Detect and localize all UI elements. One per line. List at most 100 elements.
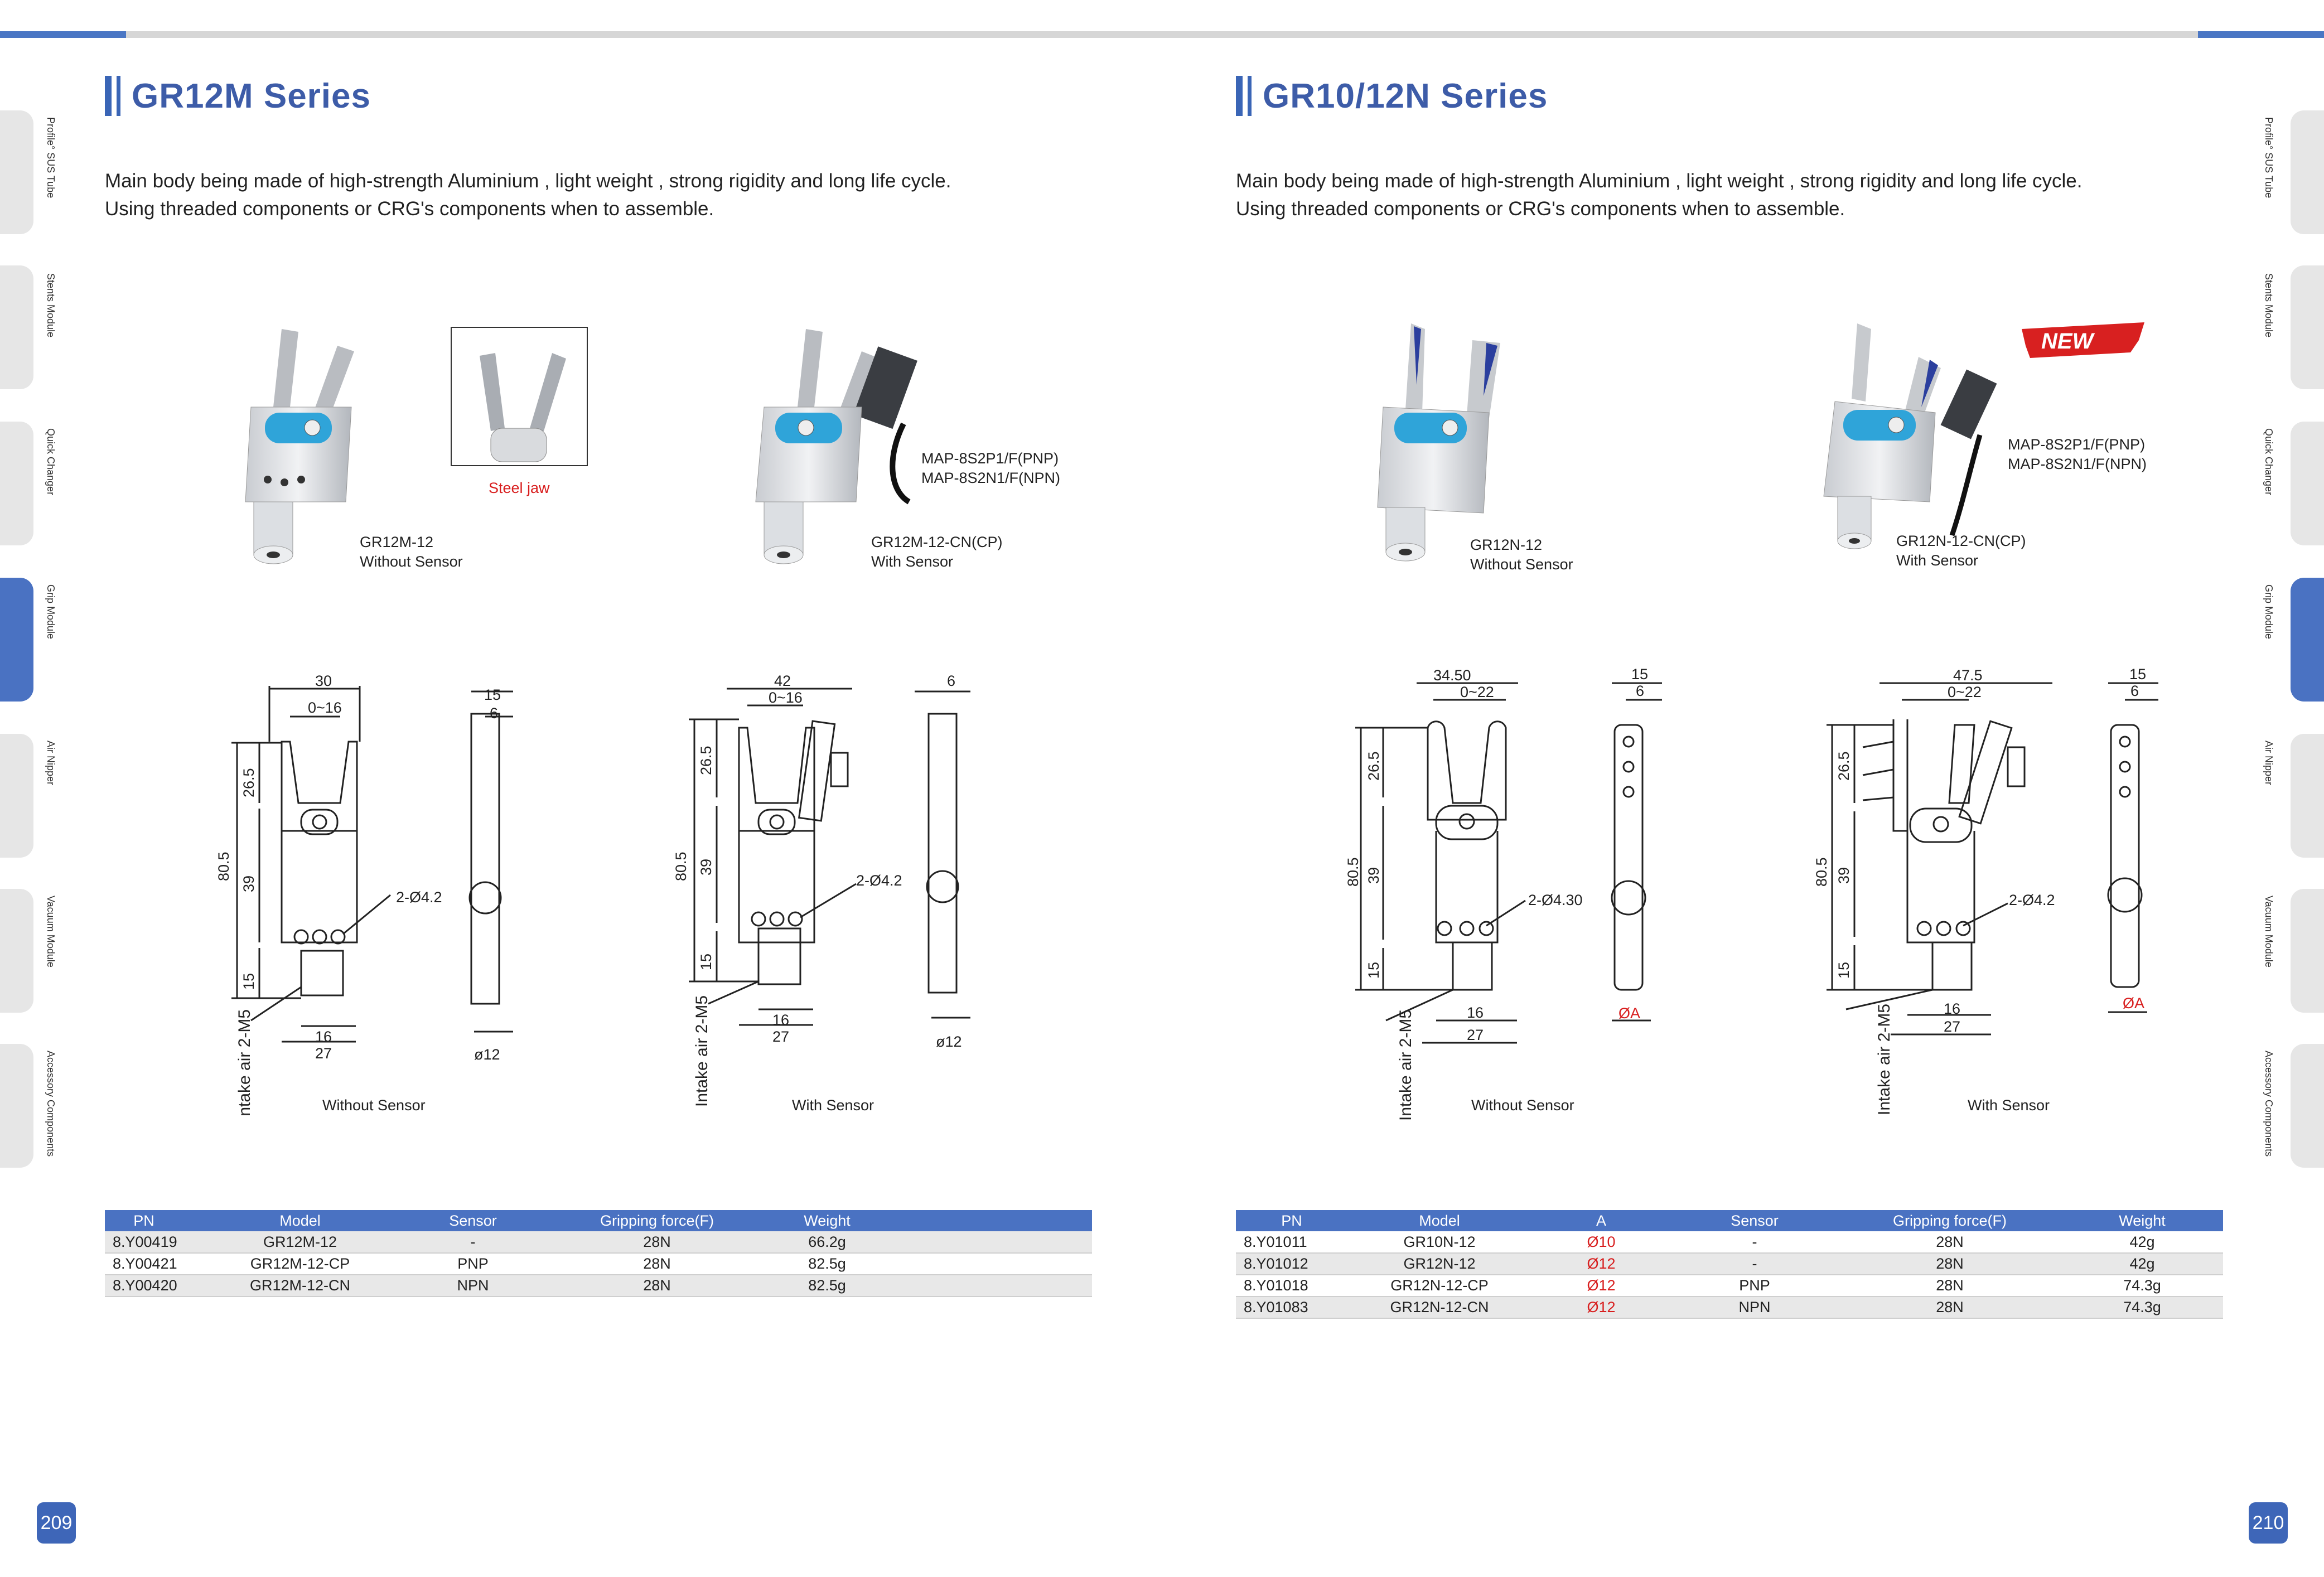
dim-height-total: 80.5 bbox=[1345, 857, 1361, 887]
table-header: Gripping force(F) bbox=[529, 1210, 785, 1231]
spec-table-right: PN Model A Sensor Gripping force(F) Weig… bbox=[1236, 1210, 2223, 1319]
dim-height-2: 39 bbox=[1365, 867, 1382, 884]
product-model-label: GR12M-12-CN(CP) bbox=[871, 534, 1003, 550]
table-cell: 82.5g bbox=[785, 1253, 869, 1275]
table-cell: - bbox=[417, 1231, 529, 1254]
side-tab-accessory[interactable] bbox=[0, 1044, 33, 1168]
table-header: PN bbox=[1236, 1210, 1347, 1231]
side-label: Quick Changer bbox=[45, 428, 56, 496]
steel-jaw-image bbox=[480, 353, 566, 462]
intake-air-label: Intake air 2-M5 bbox=[693, 995, 711, 1107]
side-tab-grip-module[interactable] bbox=[2291, 578, 2324, 702]
series-heading-left: GR12M Series bbox=[105, 74, 371, 118]
drawing-gr12n-without-sensor: 34.50 0~22 15 6 2-Ø4.30 16 27 ØA 80.5 26… bbox=[1345, 666, 1662, 1121]
side-label: Grip Module bbox=[2263, 584, 2274, 640]
dim-base2: 27 bbox=[1944, 1018, 1960, 1035]
side-label: Quick Changer bbox=[2263, 428, 2274, 496]
side-tab-air-nipper[interactable] bbox=[2291, 734, 2324, 858]
dim-width: 42 bbox=[774, 673, 791, 689]
drawing-gr12n-with-sensor: 47.5 0~22 15 6 2-Ø4.2 16 27 ØA 80.5 26.5… bbox=[1813, 666, 2158, 1115]
side-tab-air-nipper[interactable] bbox=[0, 734, 33, 858]
dim-diameter: ØA bbox=[1618, 1005, 1640, 1022]
dim-height-total: 80.5 bbox=[673, 852, 689, 881]
dim-base2: 27 bbox=[315, 1045, 332, 1062]
side-label: Accessory Components bbox=[2263, 1051, 2274, 1157]
table-cell: 28N bbox=[529, 1275, 785, 1297]
table-header: Sensor bbox=[417, 1210, 529, 1231]
table-cell: 66.2g bbox=[785, 1231, 869, 1254]
intake-air-label: Intake air 2-M5 bbox=[1397, 1009, 1415, 1121]
side-tab-profile[interactable] bbox=[2291, 110, 2324, 234]
table-header: Weight bbox=[785, 1210, 869, 1231]
table-cell: 8.Y00419 bbox=[105, 1231, 183, 1254]
side-tab-grip-module[interactable] bbox=[0, 578, 33, 702]
table-cell: PNP bbox=[1671, 1275, 1838, 1297]
product-model-label: GR12N-12-CN(CP) bbox=[1896, 533, 2026, 549]
dim-depth2: 6 bbox=[947, 673, 955, 689]
dim-height-2: 39 bbox=[240, 875, 257, 892]
table-cell: GR12N-12-CN bbox=[1347, 1297, 1531, 1319]
steel-jaw-inset bbox=[451, 327, 588, 466]
table-cell: 28N bbox=[529, 1231, 785, 1254]
table-cell: 28N bbox=[1838, 1275, 2061, 1297]
gr12n-12-product-image bbox=[1377, 323, 1500, 562]
table-cell: 8.Y01018 bbox=[1236, 1275, 1347, 1297]
gr12m-12-product-image bbox=[245, 329, 354, 564]
spec-table-left: PN Model Sensor Gripping force(F) Weight… bbox=[105, 1210, 1092, 1297]
page-title: GR10/12N Series bbox=[1263, 76, 1548, 115]
side-tab-stents[interactable] bbox=[2291, 265, 2324, 389]
dim-width: 47.5 bbox=[1953, 667, 1983, 684]
dim-depth: 15 bbox=[2129, 666, 2146, 683]
table-header: PN bbox=[105, 1210, 183, 1231]
dim-hole: 2-Ø4.30 bbox=[1528, 892, 1583, 908]
table-header: A bbox=[1531, 1210, 1671, 1231]
dim-depth2: 6 bbox=[1636, 683, 1644, 699]
side-label: Vacuum Module bbox=[2263, 896, 2274, 968]
top-rule bbox=[0, 31, 2324, 38]
top-rule-accent-right bbox=[2198, 31, 2324, 38]
dim-diameter: ø12 bbox=[474, 1046, 500, 1063]
table-header: Model bbox=[1347, 1210, 1531, 1231]
table-cell: GR12M-12 bbox=[183, 1231, 417, 1254]
table-header bbox=[869, 1210, 1092, 1231]
drawing-caption: Without Sensor bbox=[1471, 1097, 1574, 1114]
table-header: Weight bbox=[2061, 1210, 2223, 1231]
dim-height-3: 15 bbox=[240, 973, 257, 990]
side-tab-profile[interactable] bbox=[0, 110, 33, 234]
table-cell: NPN bbox=[1671, 1297, 1838, 1319]
side-tab-stents[interactable] bbox=[0, 265, 33, 389]
side-label: Accessory Components bbox=[45, 1051, 56, 1157]
dim-width: 30 bbox=[315, 673, 332, 689]
side-tab-accessory[interactable] bbox=[2291, 1044, 2324, 1168]
side-tab-quick-changer[interactable] bbox=[0, 422, 33, 545]
dim-height-2: 39 bbox=[698, 859, 714, 875]
dim-height-1: 26.5 bbox=[1835, 751, 1852, 781]
dim-stroke: 0~22 bbox=[1460, 684, 1494, 700]
dim-base2: 27 bbox=[1467, 1027, 1484, 1043]
table-header: Sensor bbox=[1671, 1210, 1838, 1231]
product-desc-label: Without Sensor bbox=[360, 553, 463, 570]
dim-base1: 16 bbox=[1944, 1000, 1960, 1017]
title-bars-icon bbox=[105, 76, 120, 116]
intro-line: Main body being made of high-strength Al… bbox=[1236, 170, 2083, 192]
table-cell bbox=[869, 1253, 1092, 1275]
intake-air-label: Intake air 2-M5 bbox=[1875, 1004, 1893, 1115]
intro-text-right: Main body being made of high-strength Al… bbox=[1236, 167, 2240, 223]
table-cell bbox=[869, 1275, 1092, 1297]
intake-air-label: Intake air 2-M5 bbox=[235, 1009, 254, 1115]
drawing-caption: Without Sensor bbox=[322, 1097, 426, 1114]
dim-height-1: 26.5 bbox=[240, 768, 257, 797]
table-cell: 28N bbox=[1838, 1297, 2061, 1319]
table-cell: 8.Y01011 bbox=[1236, 1231, 1347, 1254]
dim-depth2: 6 bbox=[490, 705, 498, 722]
table-header: Model bbox=[183, 1210, 417, 1231]
side-tab-quick-changer[interactable] bbox=[2291, 422, 2324, 545]
table-row: 8.Y01083 GR12N-12-CN Ø12 NPN 28N 74.3g bbox=[1236, 1297, 2223, 1319]
side-tab-vacuum[interactable] bbox=[0, 889, 33, 1013]
drawing-caption: With Sensor bbox=[792, 1097, 874, 1114]
dim-depth: 15 bbox=[484, 686, 501, 703]
table-cell: Ø10 bbox=[1531, 1231, 1671, 1254]
dim-width: 34.50 bbox=[1433, 667, 1471, 684]
table-cell: GR12M-12-CP bbox=[183, 1253, 417, 1275]
side-tab-vacuum[interactable] bbox=[2291, 889, 2324, 1013]
